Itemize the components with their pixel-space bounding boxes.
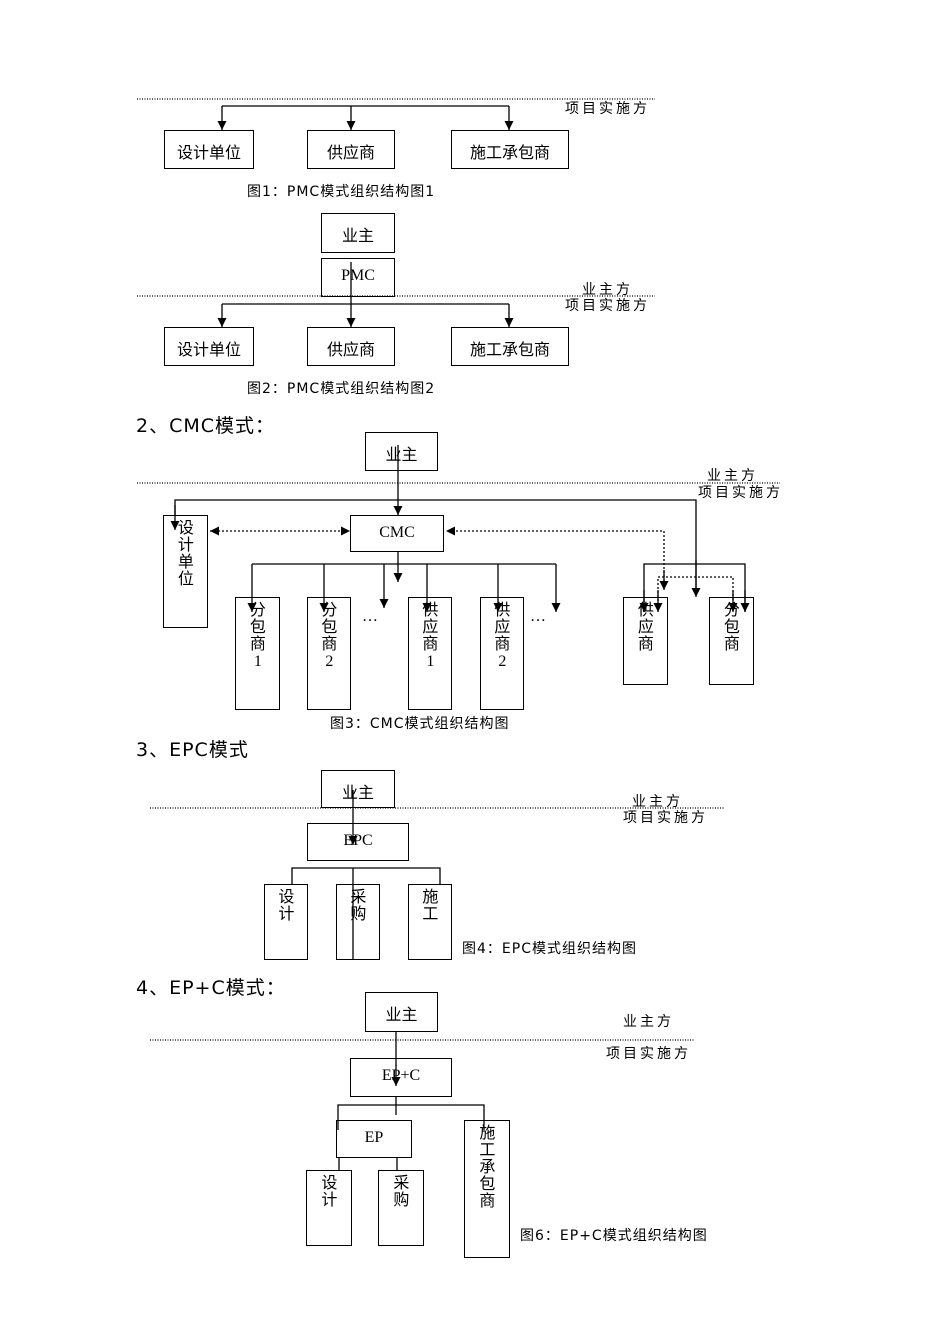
supplier-box: 供应商: [623, 597, 668, 685]
section-heading-ep-c: 4、EP+C模式：: [136, 977, 286, 999]
owner-side-label: 业主方: [623, 1014, 674, 1030]
owner-box: 业主: [321, 213, 395, 253]
box-label: EPC: [343, 832, 373, 849]
box-label: EP+C: [381, 1067, 421, 1084]
box-label: 供应商2: [494, 602, 511, 670]
box-label: 业主: [341, 785, 374, 802]
owner-side-label: 业主方: [707, 468, 758, 484]
box-label: 设计: [278, 889, 295, 923]
epc-box: EPC: [307, 823, 409, 861]
box-label: 供应商1: [422, 602, 439, 670]
section-heading-epc: 3、EPC模式: [136, 739, 249, 761]
owner-box: 业主: [321, 770, 395, 808]
figure-1-caption: 图1：PMC模式组织结构图1: [247, 184, 436, 200]
supplier-box: 供应商: [307, 327, 395, 366]
implementer-label: 项目实施方: [606, 1046, 691, 1062]
owner-box: 业主: [365, 432, 438, 471]
box-label: 设计单位: [176, 342, 241, 359]
ellipsis: …: [362, 608, 378, 625]
box-label: 采购: [350, 889, 367, 923]
subcontractor-1-box: 分包商1: [235, 597, 280, 710]
box-label: 分包商: [723, 602, 740, 653]
section-heading-cmc: 2、CMC模式：: [136, 415, 276, 437]
implementer-label: 项目实施方: [565, 101, 650, 117]
owner-side-label: 业主方: [582, 282, 633, 298]
box-label: 分包商2: [321, 602, 338, 670]
procurement-box: 采购: [378, 1170, 424, 1246]
dotted-arrow: [446, 526, 665, 585]
ellipsis: …: [530, 608, 546, 625]
owner-box: 业主: [365, 992, 438, 1032]
box-label: 施工承包商: [479, 1125, 496, 1210]
subcontractor-2-box: 分包商2: [307, 597, 351, 710]
figure-3-caption: 图3：CMC模式组织结构图: [330, 716, 510, 732]
box-label: 供应商: [637, 602, 654, 653]
box-label: 供应商: [326, 145, 375, 162]
design-unit-box: 设计单位: [163, 515, 208, 628]
box-label: PMC: [341, 267, 375, 284]
contractor-box: 施工承包商: [451, 327, 569, 366]
box-label: 设计: [321, 1175, 338, 1209]
implementer-label: 项目实施方: [698, 485, 783, 501]
box-label: 业主: [385, 1007, 418, 1024]
contractor-box: 施工承包商: [464, 1120, 510, 1258]
implementer-label: 项目实施方: [565, 298, 650, 314]
box-label: CMC: [379, 524, 415, 541]
box-label: 设计单位: [176, 145, 241, 162]
ep-box: EP: [336, 1120, 412, 1158]
owner-side-label: 业主方: [632, 794, 683, 810]
figure-4-caption: 图4：EPC模式组织结构图: [462, 941, 637, 957]
box-label: 业主: [385, 447, 418, 464]
box-label: EP: [364, 1129, 384, 1146]
figure-6-caption: 图6：EP+C模式组织结构图: [520, 1228, 708, 1244]
construction-box: 施工: [408, 884, 452, 960]
box-label: 施工承包商: [469, 145, 550, 162]
design-unit-box: 设计单位: [164, 327, 254, 366]
box-label: 施工: [422, 889, 439, 923]
box-label: 施工承包商: [469, 342, 550, 359]
box-label: 业主: [341, 228, 374, 245]
design-unit-box: 设计单位: [164, 130, 254, 169]
connector: [291, 867, 441, 884]
supplier-1-box: 供应商1: [408, 597, 452, 710]
design-box: 设计: [306, 1170, 352, 1246]
procurement-box: 采购: [336, 884, 380, 960]
design-box: 设计: [264, 884, 308, 960]
contractor-box: 施工承包商: [451, 130, 569, 169]
figure-2-caption: 图2：PMC模式组织结构图2: [247, 381, 436, 397]
box-label: 设计单位: [177, 520, 194, 588]
implementer-label: 项目实施方: [623, 810, 708, 826]
supplier-2-box: 供应商2: [480, 597, 524, 710]
box-label: 分包商1: [249, 602, 266, 670]
box-label: 供应商: [326, 342, 375, 359]
cmc-box: CMC: [350, 515, 444, 552]
ep-c-box: EP+C: [350, 1058, 452, 1097]
box-label: 采购: [393, 1175, 410, 1209]
supplier-box: 供应商: [307, 130, 395, 169]
subcontractor-box: 分包商: [709, 597, 754, 685]
pmc-box: PMC: [321, 258, 395, 297]
